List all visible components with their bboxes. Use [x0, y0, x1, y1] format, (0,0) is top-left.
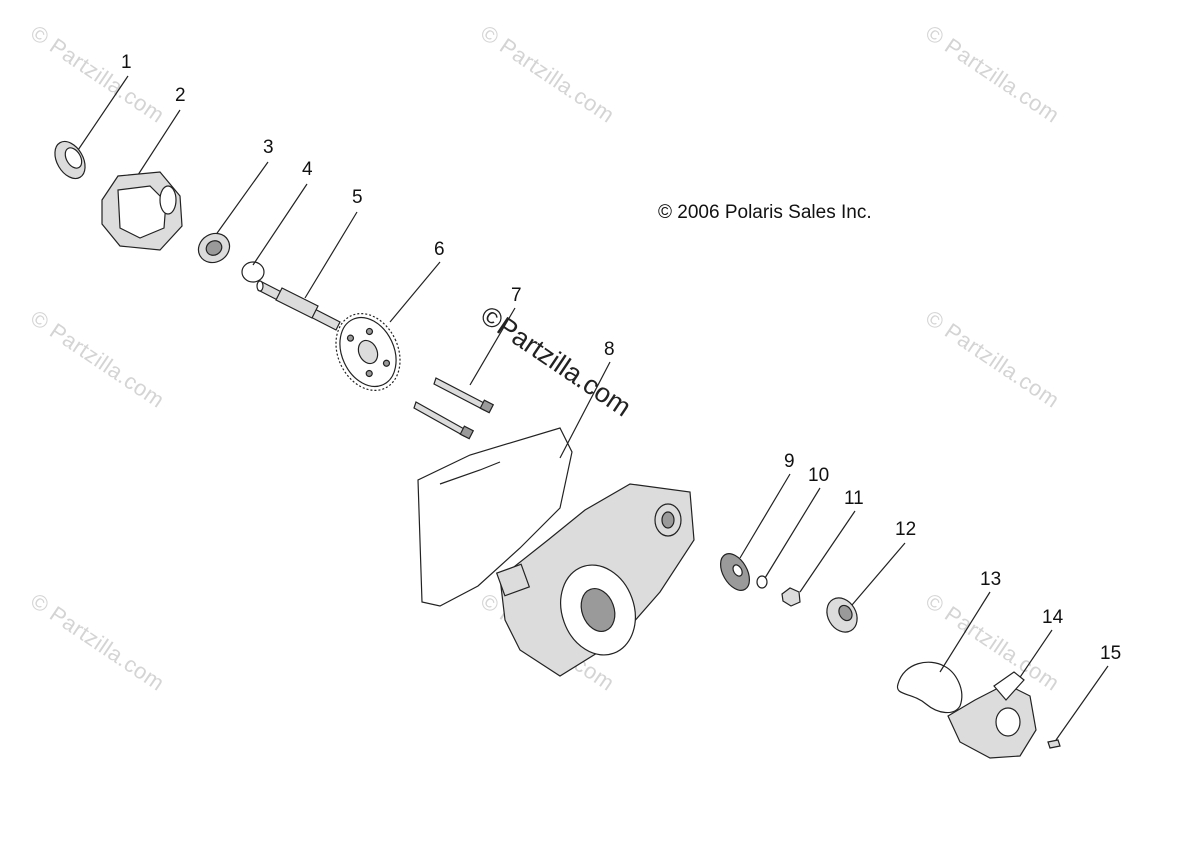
- part-screw: [1047, 739, 1061, 749]
- callout-3: 3: [263, 137, 274, 158]
- callout-15: 15: [1100, 643, 1122, 664]
- part-shaft: [256, 280, 341, 331]
- part-bearing: [197, 232, 231, 264]
- callout-13: 13: [980, 569, 1002, 590]
- part-pump-body: [101, 171, 183, 251]
- copyright-notice: © 2006 Polaris Sales Inc.: [658, 202, 872, 223]
- part-rotor: [54, 140, 86, 180]
- callout-12: 12: [895, 519, 917, 540]
- part-gasket: [417, 427, 573, 607]
- callout-5: 5: [352, 187, 363, 208]
- part-o-ring: [896, 661, 963, 714]
- part-nut: [781, 587, 801, 607]
- part-washer: [756, 575, 768, 589]
- leader-lines: [73, 75, 1109, 741]
- callout-11: 11: [844, 488, 864, 509]
- callout-7: 7: [511, 285, 522, 306]
- callout-14: 14: [1042, 607, 1064, 628]
- part-snap-ring: [241, 261, 265, 283]
- callout-4: 4: [302, 159, 313, 180]
- callout-9: 9: [784, 451, 795, 472]
- part-stator-cover: [495, 483, 695, 677]
- callout-8: 8: [604, 339, 615, 360]
- part-water-pump-cover: [947, 671, 1037, 759]
- callout-2: 2: [175, 85, 186, 106]
- callout-10: 10: [808, 465, 830, 486]
- callout-1: 1: [121, 52, 132, 73]
- part-bolts: [413, 377, 495, 440]
- part-gear: [335, 312, 401, 392]
- part-seal: [826, 597, 858, 633]
- callout-6: 6: [434, 239, 445, 260]
- part-impeller: [719, 553, 751, 591]
